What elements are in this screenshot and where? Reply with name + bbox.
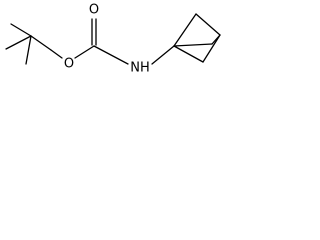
bond-cage-3: [173, 45, 204, 63]
carbonyl-oxygen-label: O: [89, 3, 99, 18]
bond-carbonyl-carbon-to-nitrogen: [93, 45, 129, 65]
carbamate-group: [50, 18, 175, 65]
bond-methyl-top: [10, 23, 32, 37]
amine-nitrogen-label: NH: [130, 61, 150, 76]
bond-cage-5: [173, 43, 213, 47]
bond-nitrogen-to-bridgehead: [151, 45, 175, 65]
bond-cage-1: [173, 13, 197, 47]
bicyclopentane-cage: [173, 13, 221, 63]
bond-ester-oxygen-to-carbonyl-carbon: [74, 45, 95, 59]
bond-methyl-bottom: [25, 35, 32, 65]
tert-butyl-group: [5, 23, 52, 65]
bond-cage-6: [211, 34, 221, 45]
tert-butyl-bicyclopentyl-carbamate-structure: O O NH: [5, 3, 221, 76]
bond-methyl-left: [5, 35, 32, 50]
bond-cage-2: [195, 13, 221, 36]
bond-carbon-to-ester-oxygen: [50, 49, 63, 59]
bond-quaternary-carbon-to-methyl-right: [30, 35, 52, 51]
ester-oxygen-label: O: [64, 57, 74, 72]
bond-cage-4: [202, 34, 221, 63]
